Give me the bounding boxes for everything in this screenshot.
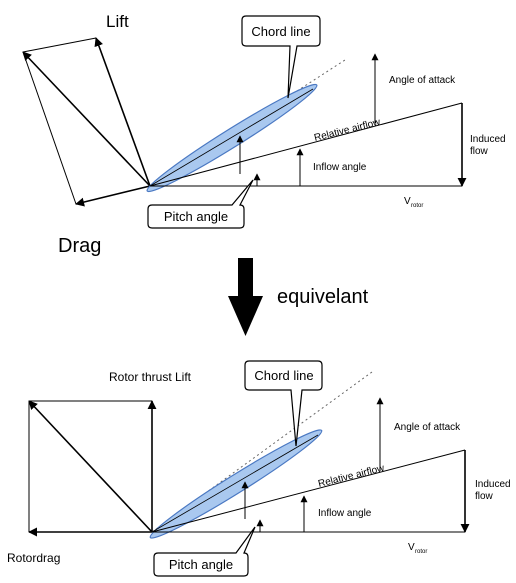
top-chord-line (149, 88, 314, 187)
top-v-label: V (404, 196, 411, 207)
equivalent-arrow-head (228, 296, 263, 336)
top-induced-flow-label-2: flow (470, 146, 489, 157)
top-drag-label: Drag (58, 235, 101, 257)
top-diagram: Chord line Pitch angle Lift Drag Angle o… (22, 12, 506, 257)
top-angle-of-attack-label: Angle of attack (389, 75, 456, 86)
equivalent-arrow-shaft (238, 258, 253, 300)
top-drag-vector (75, 185, 151, 207)
top-lift-label: Lift (106, 12, 129, 31)
bottom-chord-line-label: Chord line (254, 368, 313, 383)
top-chord-line-callout (241, 15, 321, 99)
top-induced-flow-label: Induced (470, 134, 506, 145)
top-relative-airflow-line (149, 102, 463, 187)
top-parallelogram-edge (22, 37, 97, 53)
bottom-airfoil (149, 429, 323, 539)
top-inflow-angle-label: Inflow angle (313, 162, 367, 173)
equivalent-section: equivelant (228, 258, 369, 336)
bottom-rotor-thrust-label: Rotor thrust (109, 370, 172, 384)
top-parallelogram-edge (22, 51, 77, 205)
bottom-induced-flow-label: Induced (475, 479, 511, 490)
bottom-angle-of-attack-label: Angle of attack (394, 422, 461, 433)
bottom-v-label: V (408, 542, 415, 553)
bottom-resultant-vector (28, 400, 153, 533)
top-pitch-angle-callout (147, 179, 254, 229)
bottom-diagram: Chord line Pitch angle Rotor thrust Lift… (7, 360, 511, 577)
bottom-chord-line-callout (244, 360, 323, 447)
top-pitch-angle-label: Pitch angle (164, 209, 228, 224)
bottom-induced-flow-label-2: flow (475, 491, 494, 502)
equivalent-label: equivelant (277, 286, 369, 308)
top-airfoil (146, 83, 318, 193)
bottom-relative-airflow-label: Relative airflow (317, 463, 386, 490)
bottom-lift-label: Lift (175, 370, 192, 384)
bottom-pitch-angle-callout (153, 526, 256, 577)
bottom-rotordrag-label: Rotordrag (7, 551, 60, 565)
bottom-inflow-angle-label: Inflow angle (318, 508, 372, 519)
top-resultant-vector (22, 51, 151, 187)
bottom-chord-line (151, 434, 319, 533)
bottom-v-subscript: rotor (415, 549, 427, 555)
top-lift-vector (94, 37, 151, 187)
bottom-pitch-angle-label: Pitch angle (169, 557, 233, 572)
bottom-relative-airflow-line (151, 449, 466, 533)
top-v-subscript: rotor (411, 203, 423, 209)
top-chord-line-label: Chord line (251, 24, 310, 39)
top-relative-airflow-label: Relative airflow (313, 117, 382, 144)
